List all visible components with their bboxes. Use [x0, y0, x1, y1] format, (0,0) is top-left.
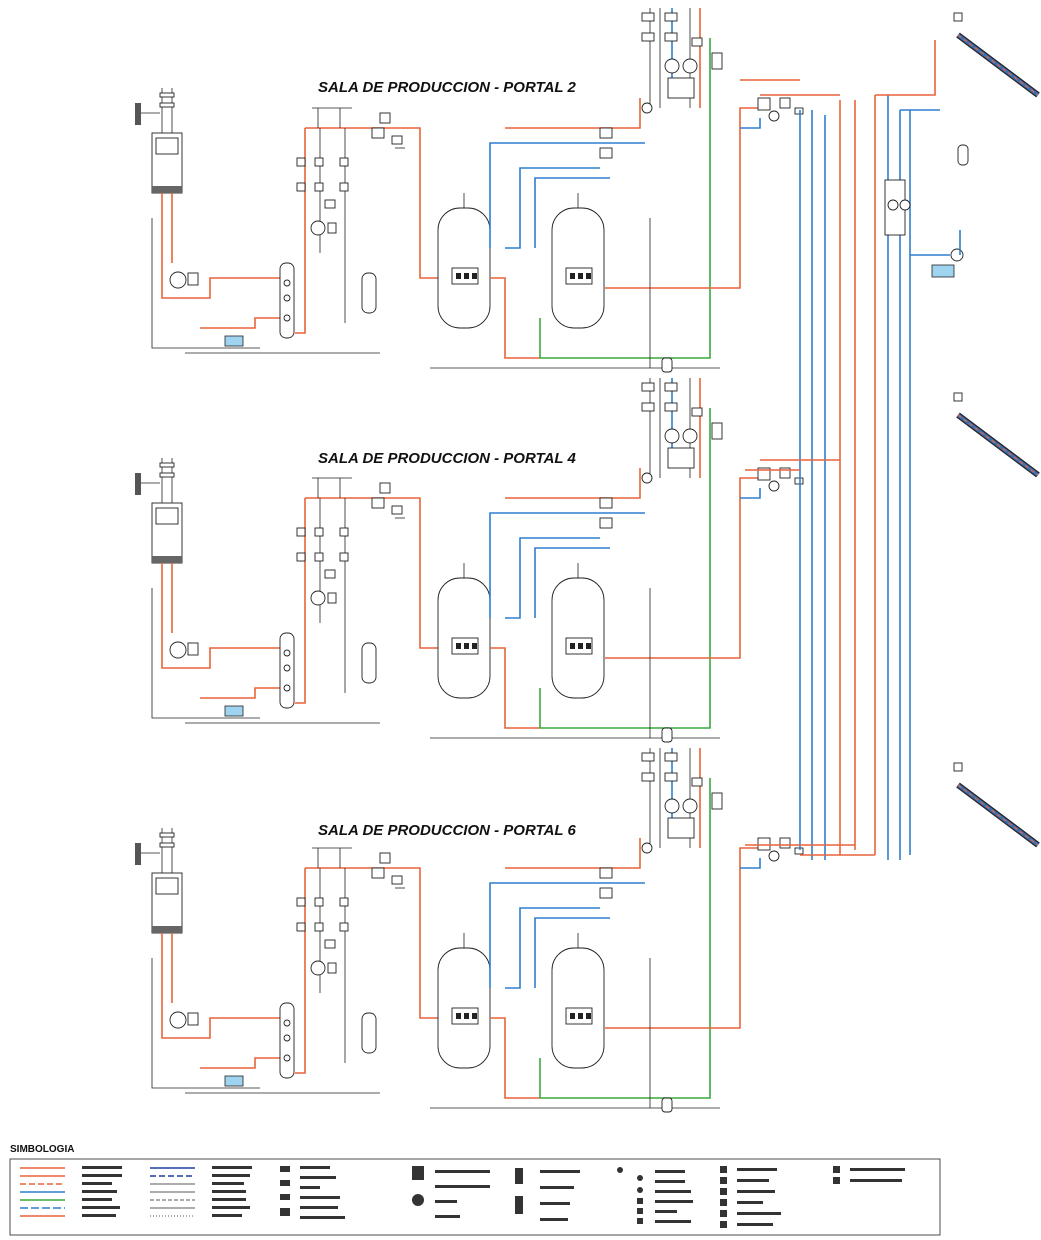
solar-collector-1: [954, 13, 1038, 95]
legend-heading: SIMBOLOGIA: [10, 1144, 74, 1155]
section-title-portal-4: SALA DE PRODUCCION - PORTAL 4: [318, 450, 576, 467]
legend-symbols: [82, 1166, 905, 1228]
production-room-portal-2: [134, 7, 804, 373]
production-room-portal-4: [134, 377, 804, 743]
riser-pipes: [740, 40, 940, 860]
solar-station: [884, 144, 969, 278]
solar-collector-3: [954, 763, 1038, 845]
section-title-portal-2: SALA DE PRODUCCION - PORTAL 2: [318, 79, 576, 96]
legend: SIMBOLOGIA: [9, 1144, 941, 1236]
section-title-portal-6: SALA DE PRODUCCION - PORTAL 6: [318, 822, 576, 839]
solar-collector-2: [954, 393, 1038, 475]
production-room-portal-6: [134, 747, 804, 1113]
legend-line-swatches: [20, 1167, 195, 1217]
